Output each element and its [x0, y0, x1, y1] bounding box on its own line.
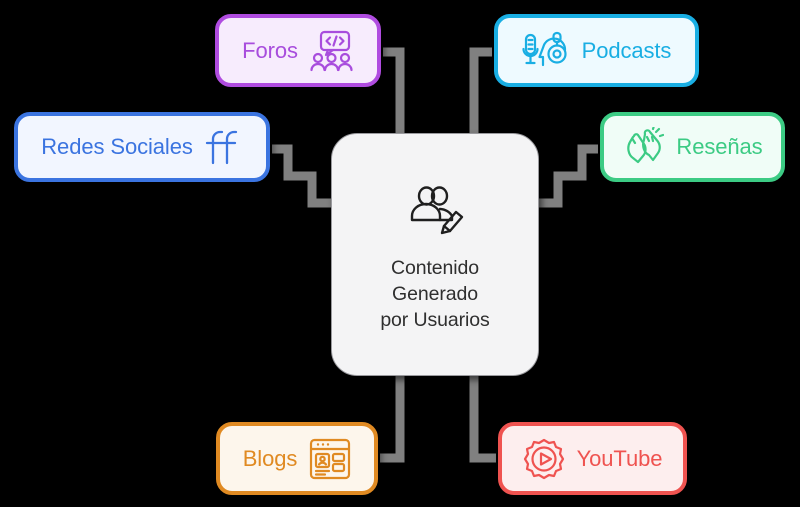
- node-youtube[interactable]: YouTube: [498, 422, 687, 495]
- node-blogs-label: Blogs: [242, 445, 298, 471]
- forum-code-chat-icon: [310, 30, 354, 72]
- connector-blogs: [380, 376, 405, 463]
- connector-redes-sociales: [272, 144, 331, 208]
- blog-layout-icon: [309, 438, 351, 480]
- center-node[interactable]: Contenido Generado por Usuarios: [331, 133, 539, 376]
- node-foros-label: Foros: [242, 37, 298, 63]
- node-resenas[interactable]: Reseñas: [600, 112, 785, 182]
- node-blogs[interactable]: Blogs: [216, 422, 378, 495]
- connector-youtube: [469, 376, 496, 463]
- node-redes-sociales[interactable]: Redes Sociales: [14, 112, 270, 182]
- microphone-headset-icon: [522, 30, 570, 72]
- clapping-hands-icon: [622, 127, 665, 167]
- users-edit-icon: [400, 176, 470, 241]
- connector-foros: [383, 47, 405, 133]
- connector-podcasts: [469, 47, 492, 133]
- facebook-double-f-icon: [205, 129, 243, 165]
- connector-resenas: [539, 144, 598, 208]
- node-foros[interactable]: Foros: [215, 14, 381, 87]
- node-redes-sociales-label: Redes Sociales: [41, 134, 193, 159]
- node-podcasts[interactable]: Podcasts: [494, 14, 699, 87]
- gear-play-icon: [523, 438, 565, 480]
- node-podcasts-label: Podcasts: [581, 37, 672, 63]
- node-youtube-label: YouTube: [576, 445, 663, 471]
- center-node-label: Contenido Generado por Usuarios: [380, 257, 490, 331]
- node-resenas-label: Reseñas: [676, 134, 763, 159]
